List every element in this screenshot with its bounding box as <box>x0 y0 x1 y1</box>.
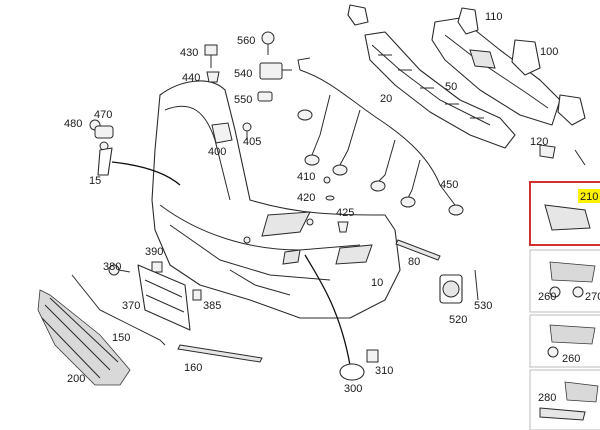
variant-panel-2[interactable] <box>529 314 600 368</box>
tow-hook-cover-300[interactable] <box>339 363 365 381</box>
clip-550[interactable] <box>257 91 273 102</box>
sensor-470[interactable] <box>94 125 114 151</box>
clip-425[interactable] <box>337 221 349 233</box>
callout-550[interactable]: 550 <box>234 94 252 106</box>
callout-310[interactable]: 310 <box>375 365 393 377</box>
callout-380[interactable]: 380 <box>103 261 121 273</box>
callout-560[interactable]: 560 <box>237 35 255 47</box>
callout-100[interactable]: 100 <box>540 46 558 58</box>
bracket-top-right[interactable] <box>557 94 586 126</box>
bracket-top-left[interactable] <box>347 4 369 26</box>
license-bracket-370[interactable] <box>137 264 191 331</box>
bumper-cover[interactable] <box>151 80 401 319</box>
screw-410[interactable] <box>323 176 331 184</box>
variant-panel-1[interactable] <box>529 249 600 313</box>
callout-15[interactable]: 15 <box>89 175 101 187</box>
grille-200[interactable] <box>37 289 131 386</box>
callout-390[interactable]: 390 <box>145 246 163 258</box>
callout-450[interactable]: 450 <box>440 179 458 191</box>
callout-110[interactable]: 110 <box>485 11 503 23</box>
callout-405[interactable]: 405 <box>243 136 261 148</box>
bracket-100[interactable] <box>511 39 541 76</box>
callout-200[interactable]: 200 <box>67 373 85 385</box>
wiring-harness[interactable] <box>297 57 464 216</box>
leader-lines <box>111 161 351 366</box>
bracket-110[interactable] <box>457 7 479 35</box>
impact-absorber[interactable] <box>431 17 561 126</box>
variant-panel-3[interactable] <box>529 369 600 430</box>
callout-425[interactable]: 425 <box>336 207 354 219</box>
bracket-530[interactable] <box>474 269 479 301</box>
fog-lamp-520[interactable] <box>439 274 463 304</box>
trim-strip-150[interactable] <box>71 274 166 346</box>
callout-150[interactable]: 150 <box>112 332 130 344</box>
callout-400[interactable]: 400 <box>208 146 226 158</box>
sensor-540[interactable] <box>259 62 292 80</box>
callout-280[interactable]: 280 <box>538 392 556 404</box>
clip-440[interactable] <box>206 71 220 83</box>
clip-390[interactable] <box>151 261 163 273</box>
callout-410[interactable]: 410 <box>297 171 315 183</box>
callout-370[interactable]: 370 <box>122 300 140 312</box>
callout-430[interactable]: 430 <box>180 47 198 59</box>
highlight-frame[interactable] <box>529 181 600 246</box>
callout-50[interactable]: 50 <box>445 81 457 93</box>
sensor-400[interactable] <box>211 122 233 144</box>
label-highlight <box>578 189 600 203</box>
callout-10[interactable]: 10 <box>371 277 383 289</box>
callout-520[interactable]: 520 <box>449 314 467 326</box>
fastener-430[interactable] <box>204 44 218 68</box>
callout-270[interactable]: 270 <box>585 291 600 303</box>
callout-260-a[interactable]: 260 <box>538 291 556 303</box>
callout-540[interactable]: 540 <box>234 68 252 80</box>
screw-380[interactable] <box>108 264 131 276</box>
callout-20[interactable]: 20 <box>380 93 392 105</box>
callout-210[interactable]: 210 <box>580 191 598 203</box>
fastener-120[interactable] <box>539 144 556 159</box>
clip-310[interactable] <box>366 349 379 363</box>
screw-405[interactable] <box>242 122 252 140</box>
callout-labels: 110 100 560 430 540 440 50 20 550 470 48… <box>64 11 600 404</box>
screw-560[interactable] <box>261 31 275 55</box>
trim-strip-80[interactable] <box>395 239 441 261</box>
clip-385[interactable] <box>192 289 202 301</box>
bracket-15[interactable] <box>97 147 113 176</box>
clip-right[interactable] <box>574 149 586 166</box>
bumper-reinforcement-upper[interactable] <box>364 31 516 149</box>
callout-160[interactable]: 160 <box>184 362 202 374</box>
callout-120[interactable]: 120 <box>530 136 548 148</box>
callout-420[interactable]: 420 <box>297 192 315 204</box>
callout-80[interactable]: 80 <box>408 256 420 268</box>
callout-300[interactable]: 300 <box>344 383 362 395</box>
callout-440[interactable]: 440 <box>182 72 200 84</box>
washer-420[interactable] <box>325 195 335 201</box>
callout-480[interactable]: 480 <box>64 118 82 130</box>
callout-470[interactable]: 470 <box>94 109 112 121</box>
callout-260-b[interactable]: 260 <box>562 353 580 365</box>
callout-530[interactable]: 530 <box>474 300 492 312</box>
trim-strip-160[interactable] <box>177 344 263 363</box>
callout-385[interactable]: 385 <box>203 300 221 312</box>
